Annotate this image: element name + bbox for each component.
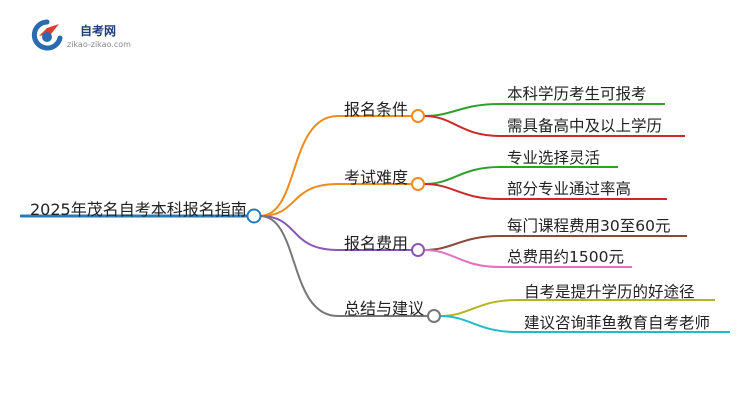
branch-node-circle <box>411 243 425 257</box>
logo-url: zikao-zikao.com <box>67 40 131 49</box>
site-logo: 自考网 zikao-zikao.com <box>30 18 140 54</box>
root-node-circle <box>246 208 262 224</box>
branch-connector <box>259 183 339 217</box>
branch-node-circle <box>427 309 441 323</box>
branch-connector <box>259 215 339 251</box>
leaf-node[interactable]: 总费用约1500元 <box>507 248 624 266</box>
leaf-connector <box>439 299 518 317</box>
leaf-connector <box>423 235 501 251</box>
leaf-connector <box>423 166 501 185</box>
leaf-connector <box>423 249 501 268</box>
branch-connector <box>259 115 339 217</box>
leaf-node[interactable]: 建议咨询菲鱼教育自考老师 <box>524 314 711 332</box>
branch-node[interactable]: 报名条件 <box>344 100 409 119</box>
branch-node[interactable]: 报名费用 <box>344 234 409 253</box>
leaf-node[interactable]: 本科学历考生可报考 <box>507 85 647 103</box>
leaf-connector <box>423 115 501 137</box>
leaf-node[interactable]: 每门课程费用30至60元 <box>507 217 671 235</box>
leaf-connector <box>439 315 518 333</box>
logo-icon <box>31 19 63 51</box>
logo-name: 自考网 <box>80 24 117 38</box>
leaf-node[interactable]: 部分专业通过率高 <box>507 180 632 198</box>
leaf-connector <box>423 103 501 117</box>
branch-node-circle <box>411 109 425 123</box>
branch-node[interactable]: 总结与建议 <box>344 299 425 318</box>
leaf-node[interactable]: 自考是提升学历的好途径 <box>524 283 695 301</box>
branch-node-circle <box>411 177 425 191</box>
branch-node[interactable]: 考试难度 <box>344 168 409 187</box>
leaf-node[interactable]: 需具备高中及以上学历 <box>507 117 663 135</box>
leaf-node[interactable]: 专业选择灵活 <box>507 149 601 167</box>
root-node[interactable]: 2025年茂名自考本科报名指南 <box>30 200 247 219</box>
leaf-connector <box>423 183 501 200</box>
branch-connector <box>259 215 339 317</box>
